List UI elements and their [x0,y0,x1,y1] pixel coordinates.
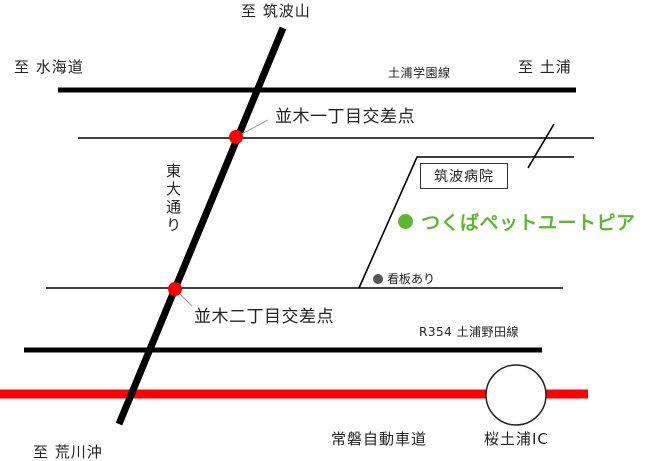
r354-label: R354 土浦野田線 [419,325,520,339]
namiki1-junction-dot [229,130,243,144]
higashi-odori-road [115,26,287,426]
to-arakawaoki-label: 至 荒川沖 [33,443,103,461]
signboard-dot-icon [373,273,383,284]
tsuchiura-gakuen-line-label: 土浦学園線 [388,66,451,80]
ic-label: 桜土浦IC [484,430,549,448]
namiki2-junction-dot [168,282,182,296]
destination-label: つくばペットユートピア [398,208,636,235]
ic-circle [485,364,547,426]
namiki-2-junction-label: 並木二丁目交差点 [194,307,334,327]
road-break-mark [527,123,555,169]
higashi-odori-label: 東大通り [164,163,182,235]
to-mito-label: 至 水海道 [14,58,84,76]
signboard-label: 看板あり [373,270,435,287]
namiki-1-junction-label: 並木一丁目交差点 [275,107,415,127]
to-tsukubasan-label: 至 筑波山 [241,2,311,20]
destination-marker-icon [398,214,413,229]
to-tsuchiura-label: 至 土浦 [518,58,572,76]
expressway-label: 常磐自動車道 [331,430,428,448]
hospital-access-road [358,156,574,289]
destination-name: つくばペットユートピア [421,212,636,234]
signboard-text: 看板あり [387,272,436,286]
hospital-label: 筑波病院 [420,163,508,189]
